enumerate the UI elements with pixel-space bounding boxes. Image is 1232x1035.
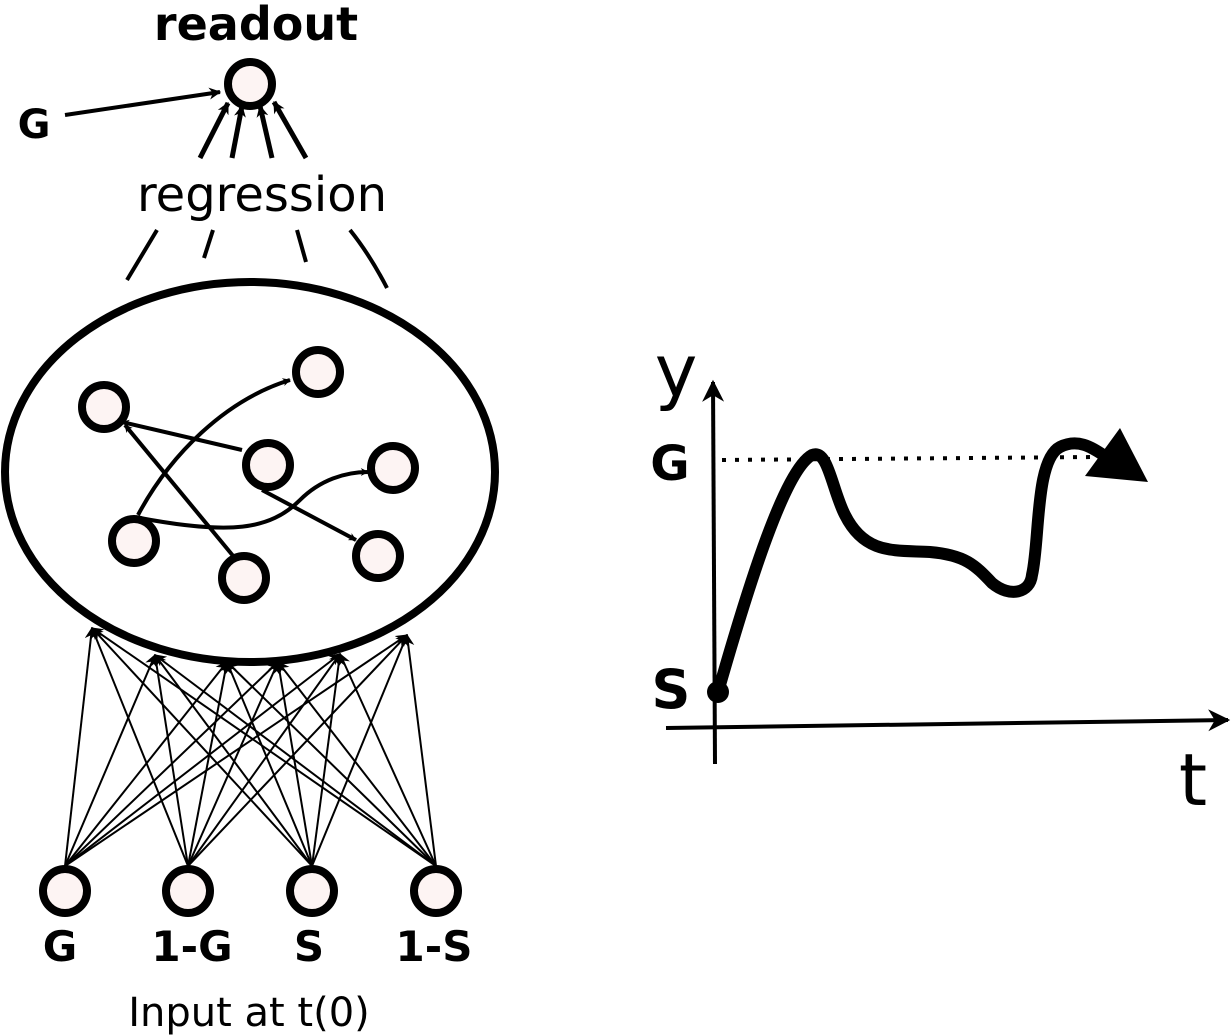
input-connection-line [91,627,437,867]
input-label-1-g: 1-G [151,922,232,971]
input-node-1-g [162,865,214,917]
input-connection-line [273,660,313,867]
input-connection-line [64,653,341,867]
input-neurons [39,865,462,917]
readout-input-arrow [64,87,222,117]
input-label-s: S [294,922,324,971]
reservoir-node [218,552,270,604]
input-connection-line [311,633,409,867]
input-connection-line [150,653,189,867]
input-labels: G 1-G S 1-S [43,922,473,971]
x-axis [665,709,1231,732]
reservoir-node [352,530,404,582]
reservoir-node [292,346,344,398]
start-point [707,681,729,703]
readout-node [224,58,276,110]
reservoir-node [242,439,294,491]
network-diagram: readout G regression [1,0,499,1035]
input-connection-line [187,634,408,867]
input-connection-line [225,660,313,867]
input-connection-line [277,661,437,867]
y-axis-label: y [655,329,698,413]
input-label-g: G [43,922,77,971]
goal-line [721,455,1096,462]
trajectory-arrowhead [1085,428,1148,482]
readout-label: readout [154,0,358,51]
input-connections [64,626,437,867]
reservoir [1,278,499,666]
input-node-s [286,865,338,917]
reservoir-node [78,381,130,433]
input-connection-line [338,652,437,867]
reservoir-neurons [78,346,419,604]
y-axis [702,379,725,765]
input-node-1-s [410,865,462,917]
regression-arrows [197,100,309,160]
regression-connectors [125,228,389,289]
input-node-g [39,865,91,917]
input-connection-line [64,626,97,867]
input-connection-line [64,634,408,867]
start-label: S [652,658,691,721]
input-connection-line [91,627,313,867]
input-connection-line [90,626,189,867]
input-label-1-s: 1-S [396,922,473,971]
input-connection-line [402,633,437,867]
readout-input-label: G [18,102,51,148]
goal-label: G [650,436,689,492]
x-axis-label: t [1179,738,1207,822]
input-connection-line [187,660,231,867]
reservoir-node [108,515,160,567]
input-caption: Input at t(0) [128,990,370,1035]
trajectory-curve [712,437,1114,698]
input-connection-line [154,654,437,867]
trajectory-plot: y t G S [650,329,1231,822]
reservoir-node [367,442,419,494]
input-connection-line [226,661,437,867]
reservoir-connections [121,378,369,559]
regression-label: regression [137,167,387,223]
input-connection-line [64,653,157,867]
input-connection-line [187,653,341,867]
